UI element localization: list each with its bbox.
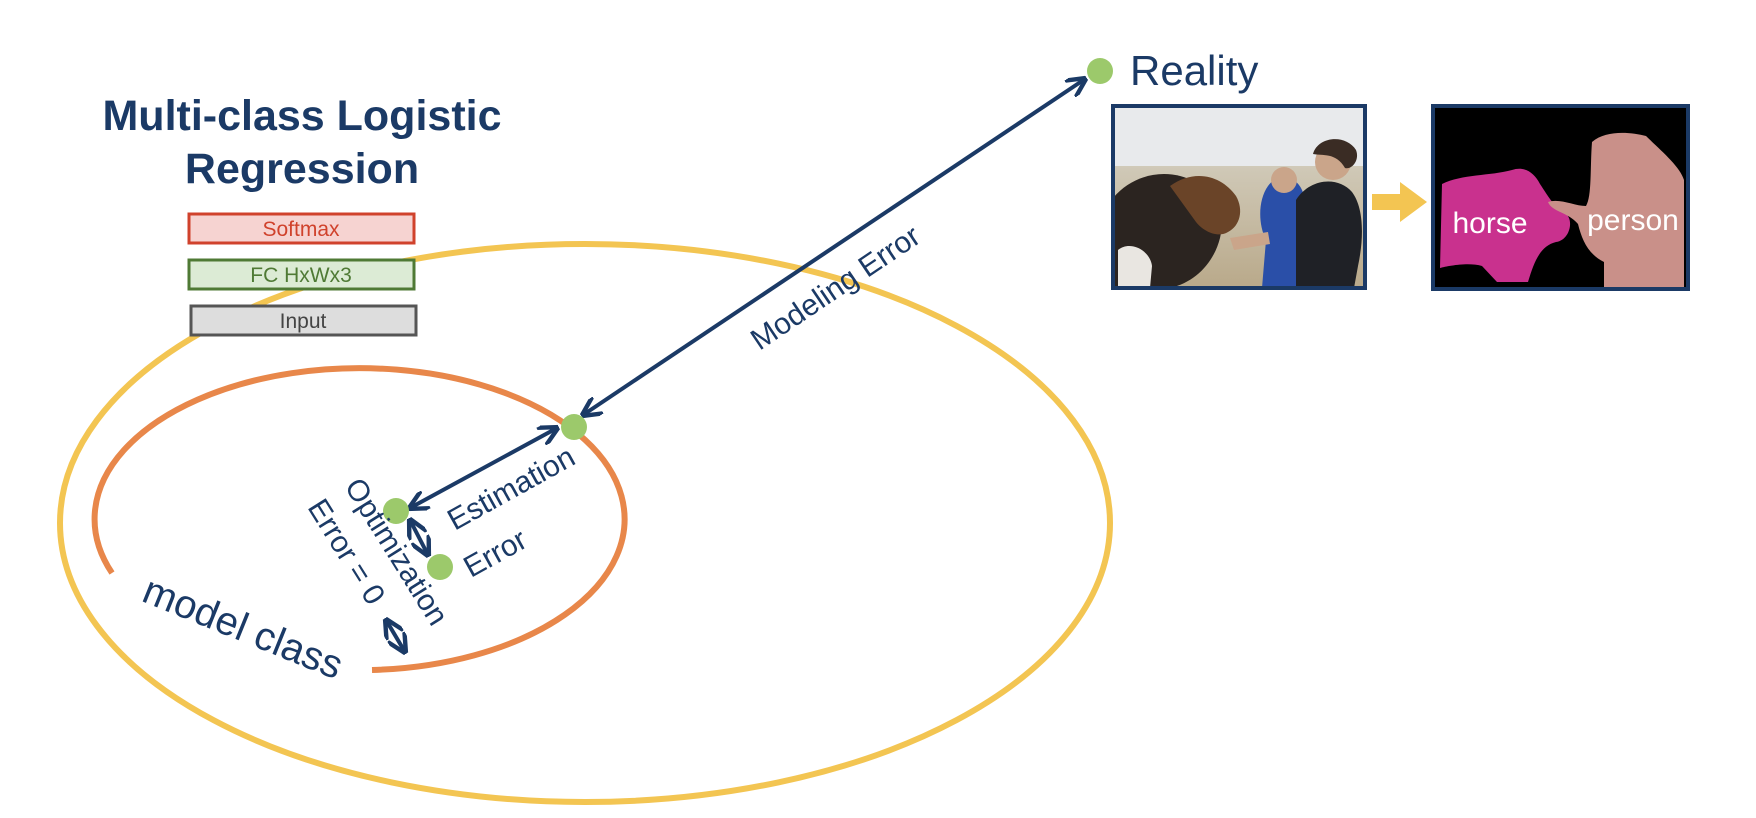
estimation-error-label-line-2: Error: [458, 523, 532, 584]
layer-softmax-label: Softmax: [262, 218, 340, 241]
layer-softmax: Softmax: [187, 212, 416, 245]
layer-fc-label: FC HxWx3: [250, 264, 352, 287]
layer-input: Input: [189, 304, 418, 337]
horse-mask-region: [1440, 168, 1571, 282]
segmentation-mask: horse person: [1433, 106, 1688, 289]
photo-to-mask-arrow: [1372, 182, 1427, 222]
person-mask-label: person: [1587, 204, 1679, 237]
best-in-class-dot: [561, 414, 587, 440]
horse-person-photo: [1113, 106, 1365, 288]
photo-frame: [1111, 104, 1367, 290]
modeling-error-arrow: [583, 79, 1085, 415]
title-line-1: Multi-class Logistic: [102, 92, 501, 140]
layer-input-label: Input: [280, 310, 327, 333]
horse-mask-label: horse: [1452, 207, 1527, 240]
mask-frame: [1431, 104, 1690, 291]
reality-dot: [1087, 58, 1113, 84]
layer-fc: FC HxWx3: [187, 258, 416, 291]
estimation-error-arrow: [410, 428, 557, 508]
reality-label: Reality: [1130, 47, 1258, 94]
optimization-step-arrow: [410, 520, 428, 555]
person-mask-region: [1548, 132, 1684, 289]
inner-ellipse-model-class: [91, 365, 628, 673]
title-line-2: Regression: [185, 145, 419, 193]
optimized-model-dot: [427, 554, 453, 580]
optimization-error-zero-arrow: [386, 620, 405, 652]
model-class-label: model class: [137, 568, 349, 688]
estimated-model-dot: [383, 498, 409, 524]
